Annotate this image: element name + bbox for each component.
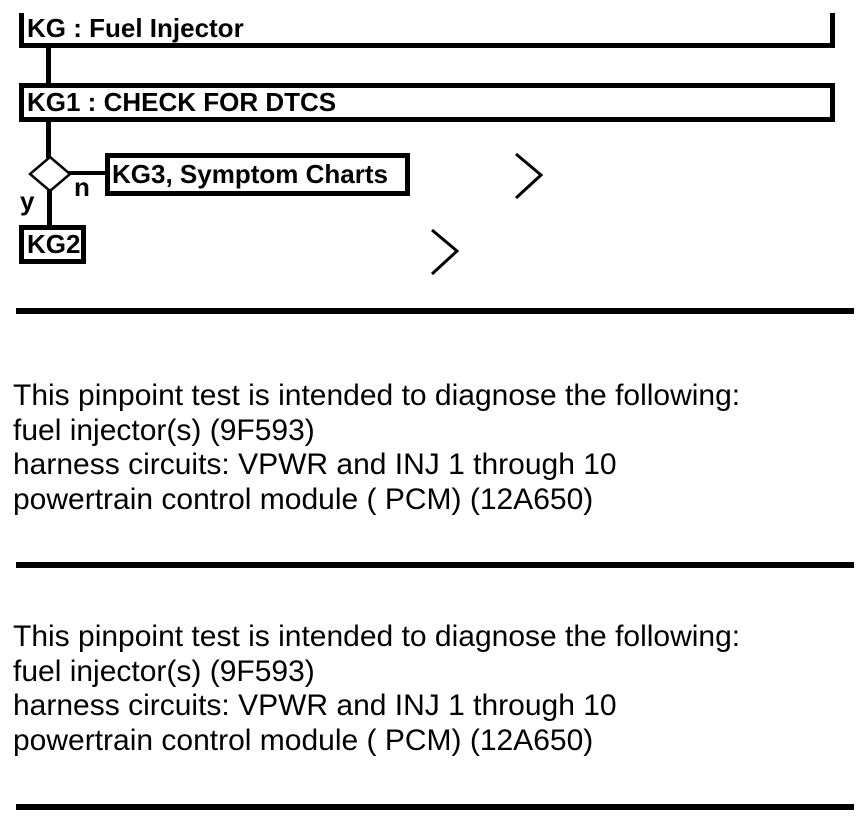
- description-line: fuel injector(s) (9F593): [13, 413, 315, 447]
- description-line: fuel injector(s) (9F593): [13, 654, 315, 688]
- section-divider: [16, 804, 854, 810]
- chevron-right-icon[interactable]: [428, 226, 462, 278]
- pinpoint-description-block: This pinpoint test is intended to diagno…: [13, 620, 853, 758]
- flow-node-kg[interactable]: KG : Fuel Injector: [19, 13, 835, 48]
- flow-node-kg2-label: KG2: [27, 229, 81, 259]
- description-line: harness circuits: VPWR and INJ 1 through…: [13, 448, 617, 481]
- description-line: This pinpoint test is intended to diagno…: [13, 620, 741, 653]
- flow-node-kg1[interactable]: KG1 : CHECK FOR DTCS: [19, 83, 835, 122]
- decision-diamond-icon: [28, 155, 72, 193]
- flow-node-kg3[interactable]: KG3, Symptom Charts: [105, 153, 410, 196]
- flow-node-kg2[interactable]: KG2: [19, 225, 86, 264]
- description-line: powertrain control module ( PCM) (12A650…: [13, 482, 594, 516]
- connector-decision-to-kg3: [69, 171, 107, 175]
- flow-node-kg-label: KG : Fuel Injector: [27, 12, 244, 43]
- section-divider: [16, 562, 854, 568]
- description-line: harness circuits: VPWR and INJ 1 through…: [13, 689, 617, 722]
- flow-node-kg3-label: KG3, Symptom Charts: [112, 159, 388, 189]
- flow-node-kg1-label: KG1 : CHECK FOR DTCS: [27, 87, 337, 117]
- connector-step-to-decision: [46, 121, 51, 158]
- section-divider: [16, 308, 854, 314]
- connector-root-to-step: [46, 47, 51, 84]
- chevron-right-icon[interactable]: [512, 150, 546, 202]
- connector-decision-to-kg2: [47, 189, 52, 227]
- decision-no-label: n: [74, 172, 90, 202]
- description-line: This pinpoint test is intended to diagno…: [13, 379, 741, 412]
- decision-yes-label: y: [20, 186, 35, 216]
- description-line: powertrain control module ( PCM) (12A650…: [13, 723, 594, 757]
- pinpoint-description-block: This pinpoint test is intended to diagno…: [13, 379, 853, 517]
